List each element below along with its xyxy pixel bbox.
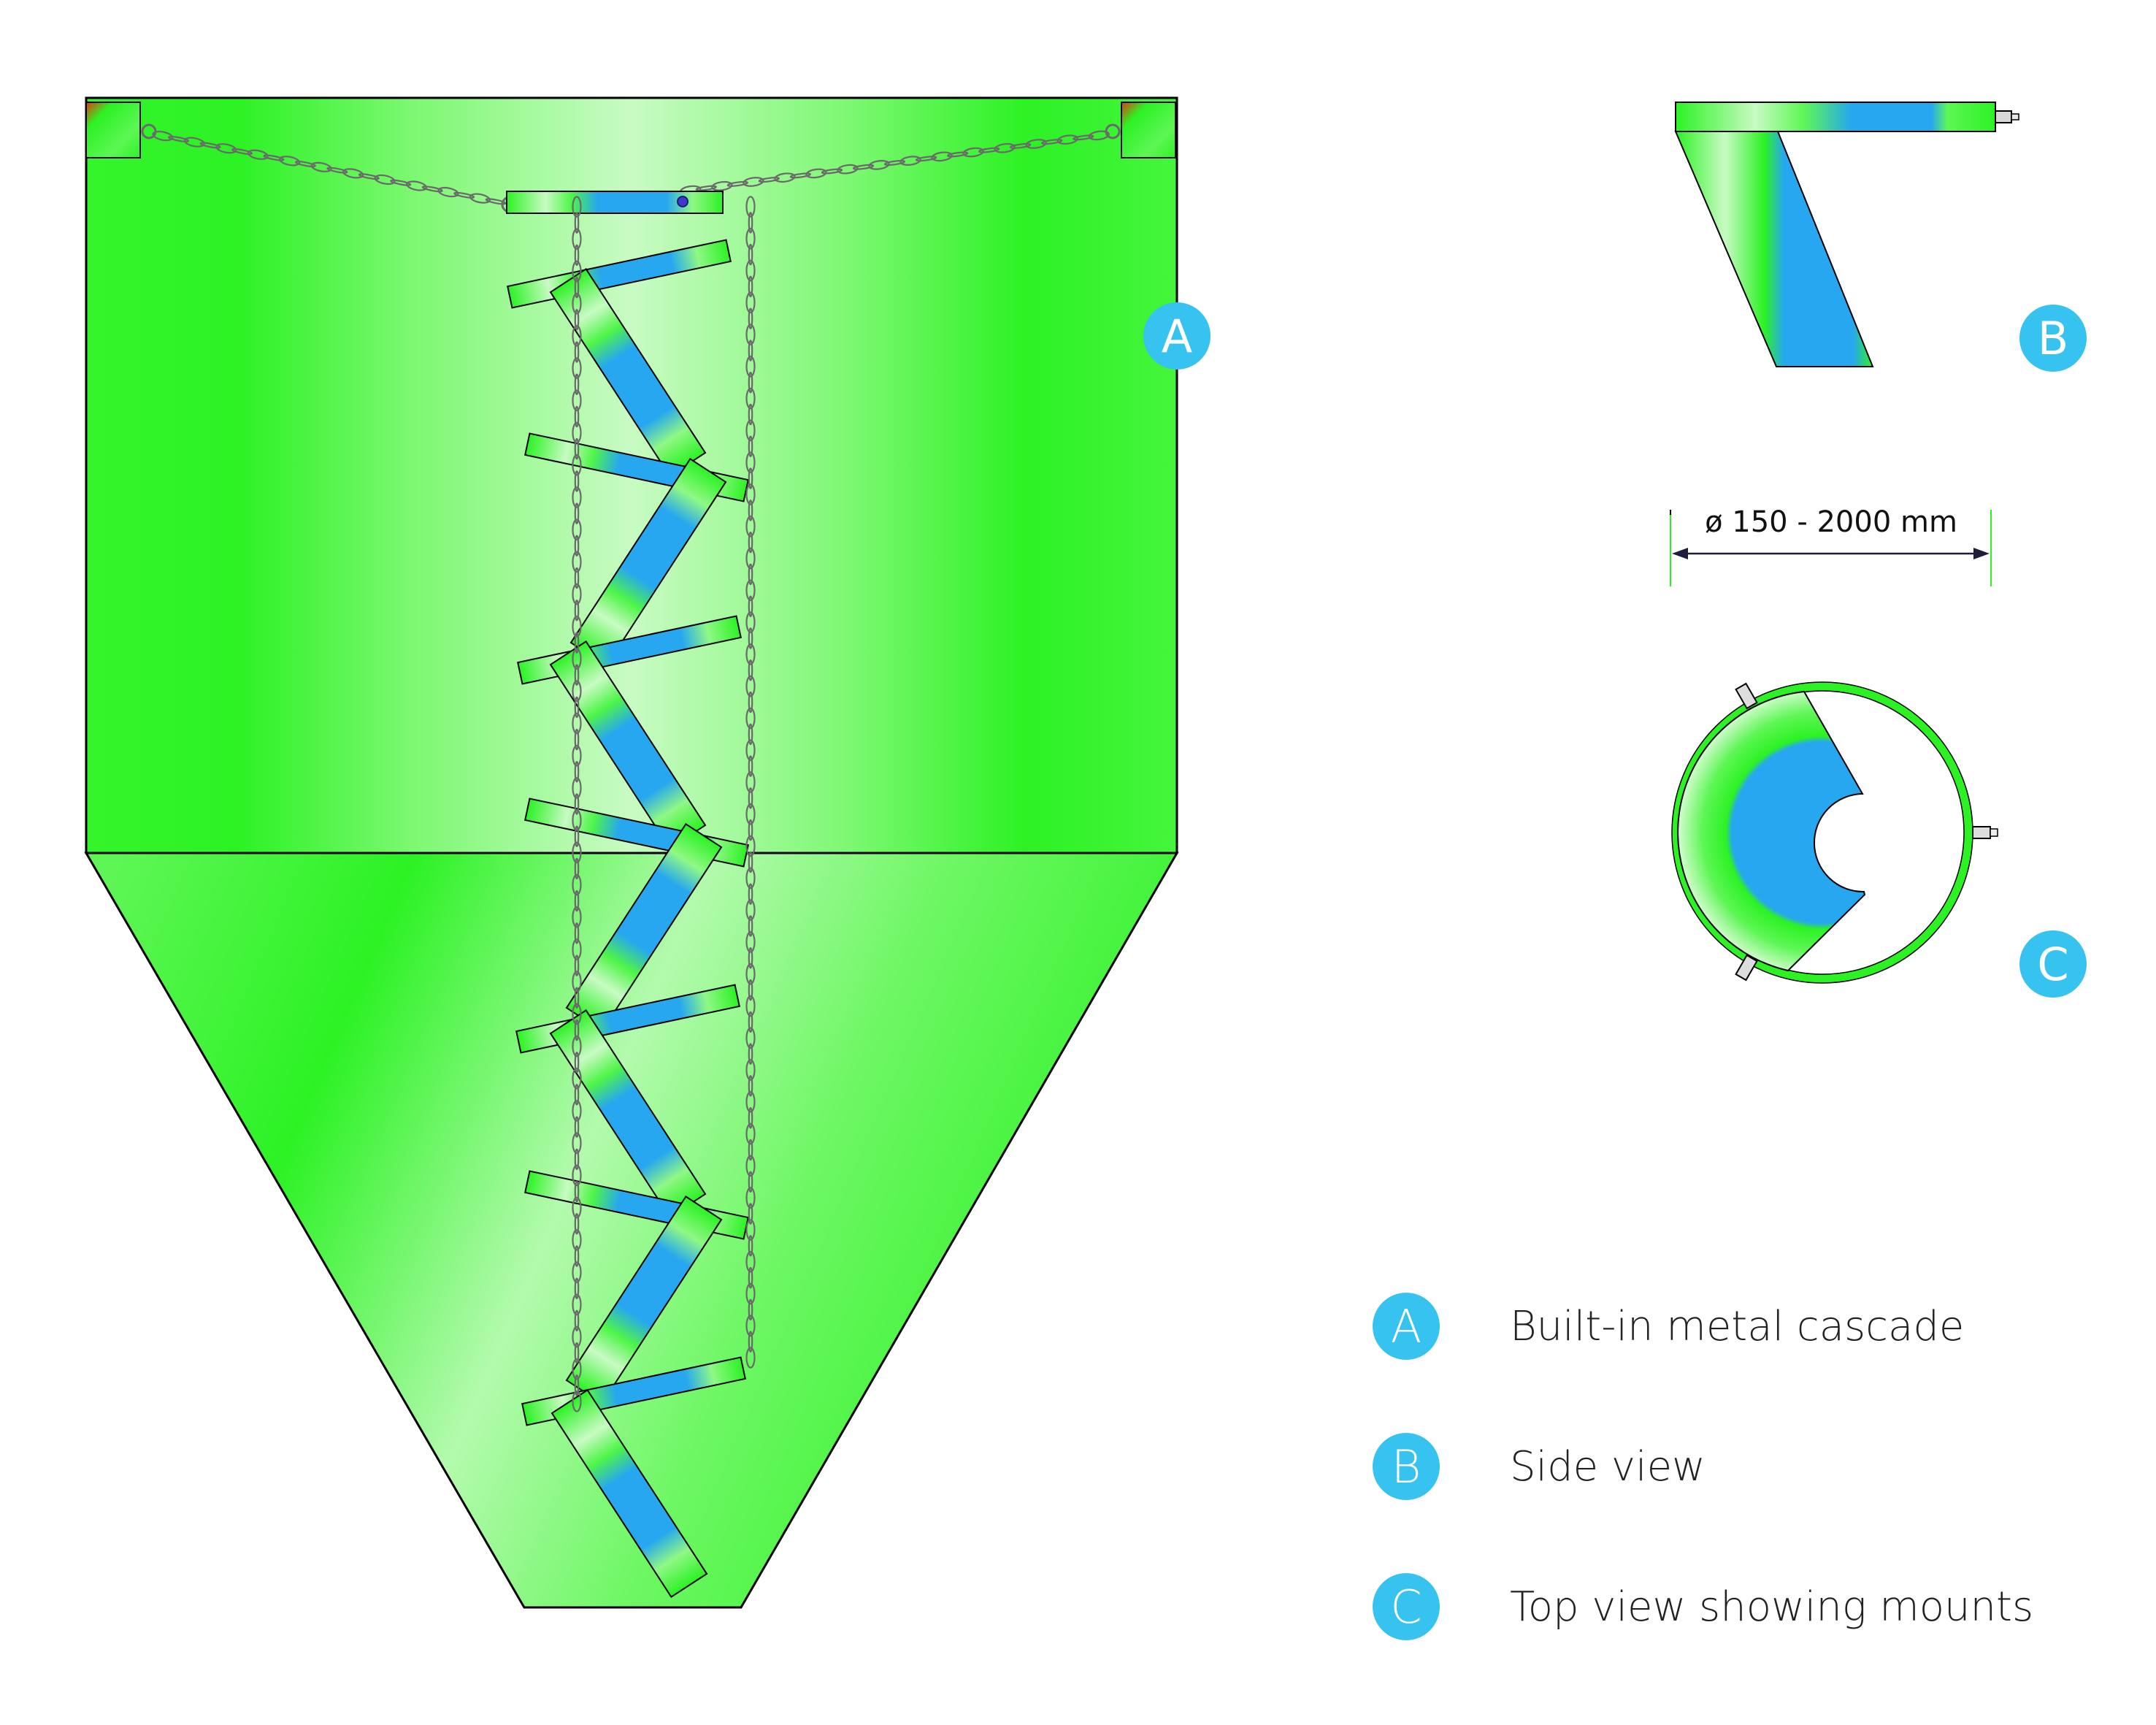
callout-a: A [1143, 302, 1211, 370]
top-view-plate [1677, 690, 1866, 972]
legend-text-b: Side view [1510, 1442, 1706, 1491]
hopper-view [84, 96, 1179, 1609]
cascade-arm-diagonal [550, 1389, 708, 1598]
side-view [1674, 102, 2019, 367]
legend-badge-a: A [1373, 1293, 1440, 1360]
callout-b-label: B [2038, 312, 2069, 365]
hopper-cone [84, 852, 1179, 1609]
cascade-top-bar [506, 191, 724, 214]
top-view [1671, 681, 1998, 984]
legend-item-c: C Top view showing mounts [1373, 1570, 2033, 1643]
callout-c-label: C [2037, 938, 2068, 991]
legend-item-b: B Side view [1373, 1430, 1706, 1503]
mount-bracket-right [1121, 102, 1176, 158]
top-view-mount-right [1972, 826, 1998, 839]
mount-bracket-left [85, 102, 141, 158]
dimension-label: ø 150 - 2000 mm [1705, 505, 1957, 539]
callout-a-label: A [1162, 310, 1192, 363]
callout-c: C [2019, 930, 2087, 998]
side-view-mount-pin [1995, 110, 2012, 123]
metal-cascade [506, 191, 749, 1598]
top-view-mount-top [1735, 682, 1758, 710]
legend-text-c: Top view showing mounts [1510, 1583, 2034, 1631]
callout-b: B [2019, 305, 2087, 372]
chain-vertical-right [745, 196, 756, 1369]
diameter-dimension: ø 150 - 2000 mm [1670, 505, 1992, 586]
legend-text-a: Built-in metal cascade [1510, 1302, 1965, 1350]
chain-right [680, 130, 1110, 196]
chain-left [152, 131, 507, 205]
top-view-mount-bottom [1735, 954, 1758, 982]
legend-badge-c: C [1373, 1573, 1440, 1640]
legend-item-a: A Built-in metal cascade [1373, 1290, 1964, 1363]
side-view-diagonal [1674, 131, 1874, 367]
vertical-chains [572, 196, 756, 1412]
legend-badge-b: B [1373, 1433, 1440, 1500]
chain-vertical-left [572, 196, 582, 1412]
suspension-chains [141, 123, 1121, 213]
side-view-bar [1675, 102, 1996, 132]
